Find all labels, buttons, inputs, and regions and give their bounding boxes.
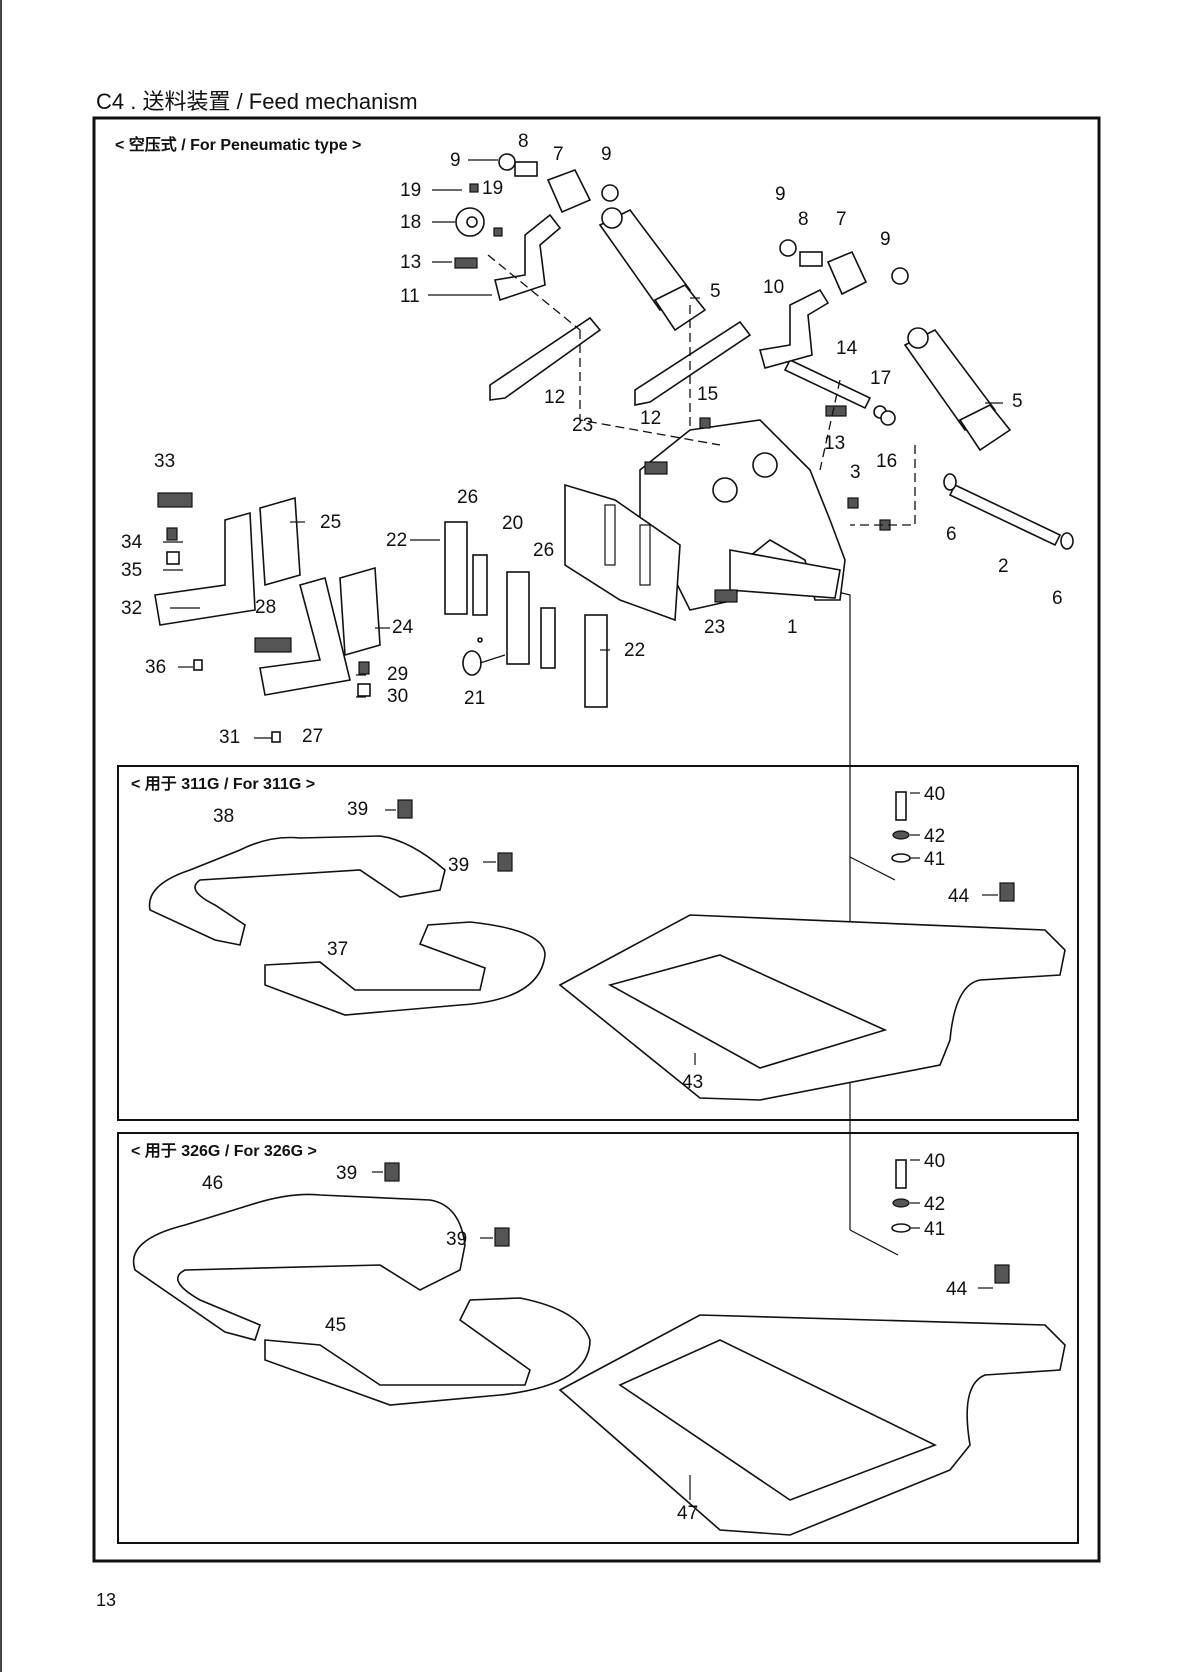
part-label: 1 — [787, 617, 798, 638]
part-label: 39 — [448, 855, 469, 876]
section-311g-title: < 用于 311G / For 311G > — [131, 775, 315, 793]
outer-frame-46 — [134, 1194, 465, 1340]
part-label: 2 — [998, 556, 1009, 577]
part-label: 20 — [502, 513, 523, 534]
part-label: 26 — [457, 487, 478, 508]
part-label: 42 — [924, 1194, 945, 1215]
part-label: 19 — [400, 180, 421, 201]
part-label: 35 — [121, 560, 142, 581]
part-label: 6 — [1052, 588, 1063, 609]
part-label: 22 — [624, 640, 645, 661]
part-label: 34 — [121, 532, 143, 553]
part-label: 7 — [836, 209, 847, 230]
part-label: 27 — [302, 726, 323, 747]
part-label: 14 — [836, 338, 858, 359]
part-label: 26 — [533, 540, 554, 561]
part-label: 17 — [870, 368, 891, 389]
part-label: 19 — [482, 178, 503, 199]
guide-block — [445, 522, 467, 614]
part-label: 38 — [213, 806, 234, 827]
part-label: 31 — [219, 727, 240, 748]
inner-frame-45 — [265, 1298, 590, 1405]
part-label: 23 — [572, 415, 593, 436]
part-label: 13 — [824, 433, 845, 454]
part-label: 29 — [387, 664, 408, 685]
part-label: 12 — [544, 387, 565, 408]
part-label: 24 — [392, 617, 414, 638]
part-label: 5 — [1012, 391, 1023, 412]
outer-frame-38 — [150, 836, 446, 945]
part-label: 44 — [946, 1279, 968, 1300]
section-pneumatic-title: < 空压式 / For Peneumatic type > — [115, 135, 361, 154]
part-label: 16 — [876, 451, 897, 472]
part-label: 3 — [850, 462, 861, 483]
part-label: 39 — [347, 799, 368, 820]
shaft-part — [950, 485, 1060, 545]
part-label: 6 — [946, 524, 957, 545]
part-label: 44 — [948, 886, 970, 907]
part-label: 12 — [640, 408, 661, 429]
part-label: 47 — [677, 1503, 698, 1524]
leader-lines — [163, 160, 1003, 1500]
section-326g-title: < 用于 326G / For 326G > — [131, 1142, 317, 1160]
part-label: 41 — [924, 849, 945, 870]
part-label: 41 — [924, 1219, 945, 1240]
part-label: 30 — [387, 686, 408, 707]
part-label: 33 — [154, 451, 175, 472]
part-label: 8 — [798, 209, 809, 230]
part-label: 40 — [924, 1151, 945, 1172]
part-label: 10 — [763, 277, 784, 298]
pneumatic-parts — [155, 154, 1073, 742]
part-label: 39 — [336, 1163, 357, 1184]
part-label: 7 — [553, 144, 564, 165]
part-label: 8 — [518, 131, 529, 152]
part-label: 9 — [601, 144, 612, 165]
part-label: 22 — [386, 530, 407, 551]
part-label: 36 — [145, 657, 166, 678]
part-label: 11 — [400, 286, 420, 307]
part-label: 37 — [327, 939, 348, 960]
part-label: 32 — [121, 598, 142, 619]
part-label: 42 — [924, 826, 945, 847]
part-label: 21 — [464, 688, 485, 709]
part-label: 5 — [710, 281, 721, 302]
part-label: 28 — [255, 597, 276, 618]
part-label: 9 — [880, 229, 891, 250]
part-label: 39 — [446, 1229, 467, 1250]
part-label: 25 — [320, 512, 341, 533]
part-label: 40 — [924, 784, 945, 805]
part-label: 9 — [450, 150, 461, 171]
frame-326g-parts — [134, 1160, 1065, 1535]
part-label: 15 — [697, 384, 718, 405]
part-label: 18 — [400, 212, 421, 233]
part-label: 45 — [325, 1315, 346, 1336]
part-label: 13 — [400, 252, 421, 273]
part-label: 9 — [775, 184, 786, 205]
inner-frame-37 — [265, 922, 545, 1015]
part-label: 43 — [682, 1072, 703, 1093]
part-label: 46 — [202, 1173, 223, 1194]
part-label: 23 — [704, 617, 725, 638]
